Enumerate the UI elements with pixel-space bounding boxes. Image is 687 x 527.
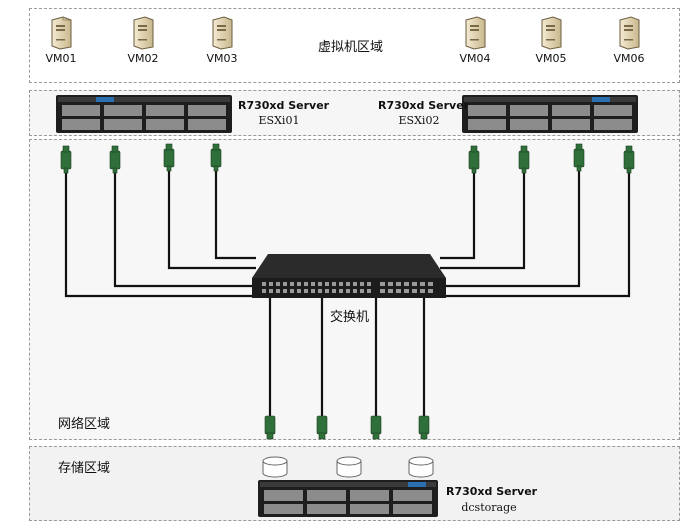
tower-server-icon <box>133 16 154 50</box>
cable-left-1 <box>64 172 256 298</box>
connector-icon <box>573 143 585 172</box>
network-switch <box>252 254 446 298</box>
vm-label: VM05 <box>535 52 567 65</box>
connector-icon <box>418 415 430 440</box>
cable-right-2 <box>440 172 526 270</box>
vm-label: VM04 <box>459 52 491 65</box>
connector-icon <box>210 143 222 172</box>
cable-left-3 <box>167 170 256 270</box>
tower-server-icon <box>465 16 486 50</box>
disk-icon <box>262 456 288 478</box>
cable-right-4 <box>440 172 631 298</box>
connector-icon <box>163 143 175 172</box>
server-host: ESXi02 <box>398 114 440 127</box>
connector-icon <box>518 145 530 174</box>
vm-label: VM01 <box>45 52 77 65</box>
connector-icon <box>60 145 72 174</box>
cable-left-2 <box>113 172 256 288</box>
vm-label: VM02 <box>127 52 159 65</box>
tower-server-icon <box>541 16 562 50</box>
server-model: R730xd Server <box>446 485 538 498</box>
server-caption-esxi01: R730xd Server ESXi01 <box>238 99 330 127</box>
vm-item-3: VM03 <box>199 16 245 65</box>
tower-server-icon <box>619 16 640 50</box>
server-caption-esxi02: R730xd Server ESXi02 <box>378 99 470 127</box>
server-model: R730xd Server <box>378 99 470 112</box>
connector-icon <box>109 145 121 174</box>
network-zone-title: 网络区域 <box>58 417 111 432</box>
vm-zone-title: 虚拟机区域 <box>318 40 384 55</box>
vm-item-4: VM04 <box>452 16 498 65</box>
server-caption-dcstorage: R730xd Server dcstorage <box>446 485 538 514</box>
cable-right-3 <box>440 170 581 288</box>
server-host: ESXi01 <box>258 114 300 127</box>
vm-label: VM06 <box>613 52 645 65</box>
tower-server-icon <box>212 16 233 50</box>
server-host: dcstorage <box>461 501 517 514</box>
vm-item-5: VM05 <box>528 16 574 65</box>
tower-server-icon <box>51 16 72 50</box>
rack-server-dcstorage <box>258 480 438 517</box>
server-model: R730xd Server <box>238 99 330 112</box>
disk-icon <box>336 456 362 478</box>
switch-label: 交换机 <box>330 310 370 325</box>
connector-icon <box>623 145 635 174</box>
vm-label: VM03 <box>206 52 238 65</box>
rack-server-esxi01 <box>56 95 232 133</box>
storage-zone-title: 存储区域 <box>58 461 111 476</box>
cable-left-4 <box>214 170 256 260</box>
disk-icon <box>408 456 434 478</box>
connector-icon <box>468 145 480 174</box>
connector-icon <box>316 415 328 440</box>
vm-item-1: VM01 <box>38 16 84 65</box>
rack-server-esxi02 <box>462 95 638 133</box>
vm-item-2: VM02 <box>120 16 166 65</box>
vm-item-6: VM06 <box>606 16 652 65</box>
cable-right-1 <box>440 172 476 260</box>
connector-icon <box>370 415 382 440</box>
connector-icon <box>264 415 276 440</box>
